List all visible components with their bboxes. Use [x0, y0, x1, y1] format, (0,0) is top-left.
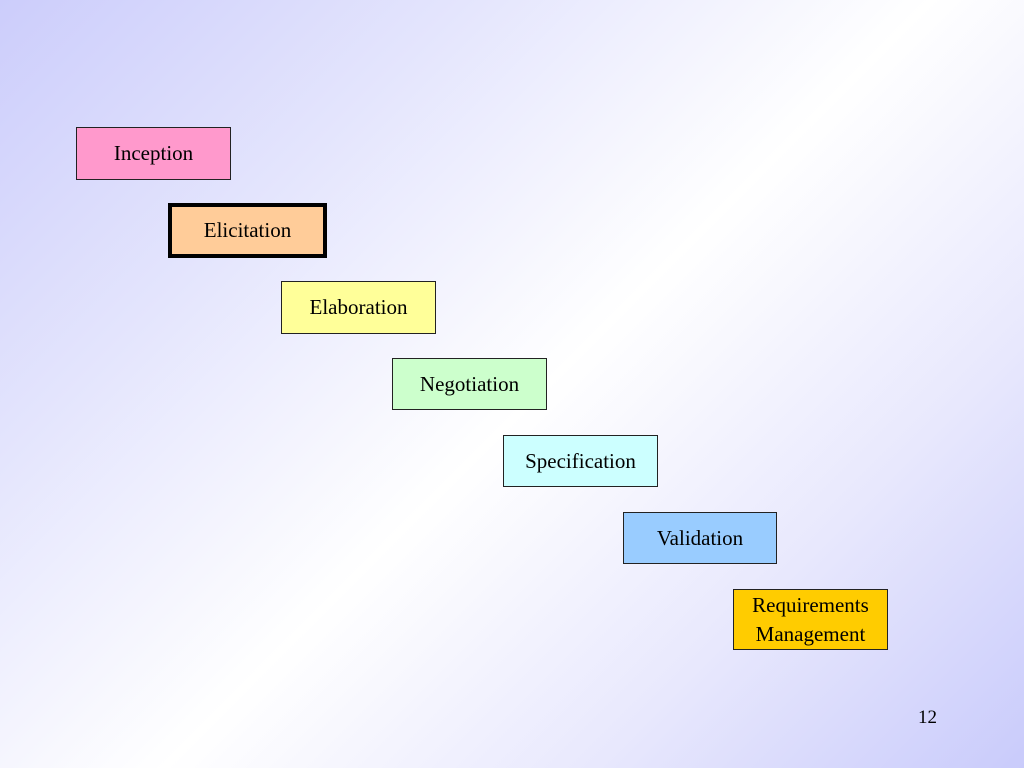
step-specification[interactable]: Specification — [503, 435, 658, 487]
step-inception[interactable]: Inception — [76, 127, 231, 180]
step-label: Requirements Management — [752, 592, 869, 646]
page-number: 12 — [918, 707, 937, 728]
step-elaboration[interactable]: Elaboration — [281, 281, 436, 334]
step-validation[interactable]: Validation — [623, 512, 777, 564]
step-label: Inception — [113, 141, 194, 165]
step-negotiation[interactable]: Negotiation — [392, 358, 547, 410]
step-label: Validation — [656, 525, 744, 550]
step-label: Elaboration — [309, 295, 408, 319]
step-elicitation[interactable]: Elicitation — [168, 203, 327, 258]
step-label: Elicitation — [203, 218, 292, 242]
step-label: Negotiation — [419, 371, 520, 396]
step-requirements-management[interactable]: Requirements Management — [733, 589, 888, 650]
step-label: Specification — [525, 448, 636, 473]
